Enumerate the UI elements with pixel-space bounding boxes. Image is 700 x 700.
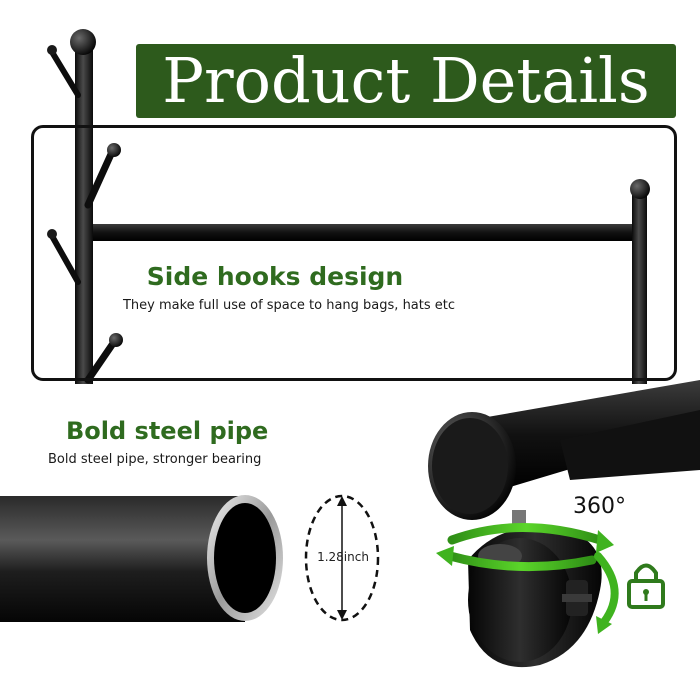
product-details-banner: Product Details <box>136 44 676 118</box>
pipe-diameter-label: 1.28inch <box>317 550 369 564</box>
caster-frame <box>428 380 700 534</box>
side-hooks-description: They make full use of space to hang bags… <box>122 298 456 313</box>
hanging-rail <box>93 179 650 384</box>
coat-rack-pole <box>47 29 123 384</box>
padlock-icon <box>627 563 665 609</box>
banner-title: Product Details <box>162 44 650 117</box>
caster-wheel <box>468 526 602 668</box>
steel-pipe-description: Bold steel pipe, stronger bearing <box>48 452 262 467</box>
side-hooks-title: Side hooks design <box>146 262 404 291</box>
pipe-diameter-marker <box>304 494 380 622</box>
tilt-arrow-icon <box>594 552 619 634</box>
rotation-arrow-icon <box>436 523 614 572</box>
steel-pipe-title: Bold steel pipe <box>66 417 269 445</box>
rotation-degree-label: 360° <box>573 494 626 519</box>
side-hooks-panel <box>31 125 677 381</box>
steel-pipe <box>0 495 283 622</box>
